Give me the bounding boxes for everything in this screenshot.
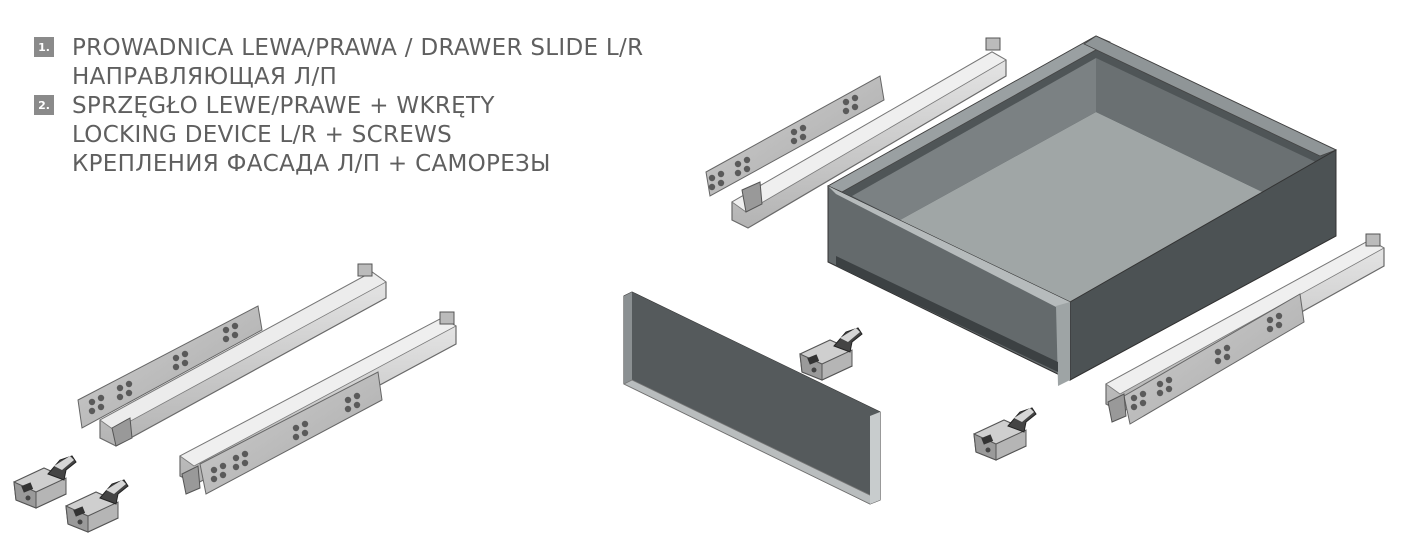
left-drawer-slide-back: [77, 263, 387, 447]
left-locking-device-2: [65, 479, 129, 533]
drawer-front-panel: [623, 291, 881, 505]
legend-item-1-line-1: PROWADNICA LEWA/PRAWA / DRAWER SLIDE L/R: [72, 35, 644, 61]
legend-item-2-line-1: SPRZĘGŁO LEWE/PRAWE + WKRĘTY: [72, 93, 495, 119]
number-badge-2: 2.: [34, 95, 54, 115]
right-drawer-slide-front: [1105, 233, 1385, 425]
left-locking-device-1: [13, 455, 77, 509]
drawer-box: [827, 35, 1338, 386]
legend: 1. PROWADNICA LEWA/PRAWA / DRAWER SLIDE …: [34, 34, 643, 179]
legend-item-1-line-2: НАПРАВЛЯЮЩАЯ Л/П: [72, 64, 338, 90]
right-drawer-slide-back: [705, 37, 1007, 229]
number-badge-1: 1.: [34, 37, 54, 57]
right-locking-device-1: [799, 327, 863, 381]
legend-item-2: 2. SPRZĘGŁO LEWE/PRAWE + WKRĘTY LOCKING …: [34, 92, 643, 179]
legend-item-1: 1. PROWADNICA LEWA/PRAWA / DRAWER SLIDE …: [34, 34, 643, 92]
legend-item-2-line-3: КРЕПЛЕНИЯ ФАСАДА Л/П + САМОРЕЗЫ: [72, 151, 551, 177]
legend-item-2-line-2: LOCKING DEVICE L/R + SCREWS: [72, 122, 453, 148]
left-drawer-slide-front: [179, 311, 457, 495]
right-locking-device-2: [973, 407, 1037, 461]
